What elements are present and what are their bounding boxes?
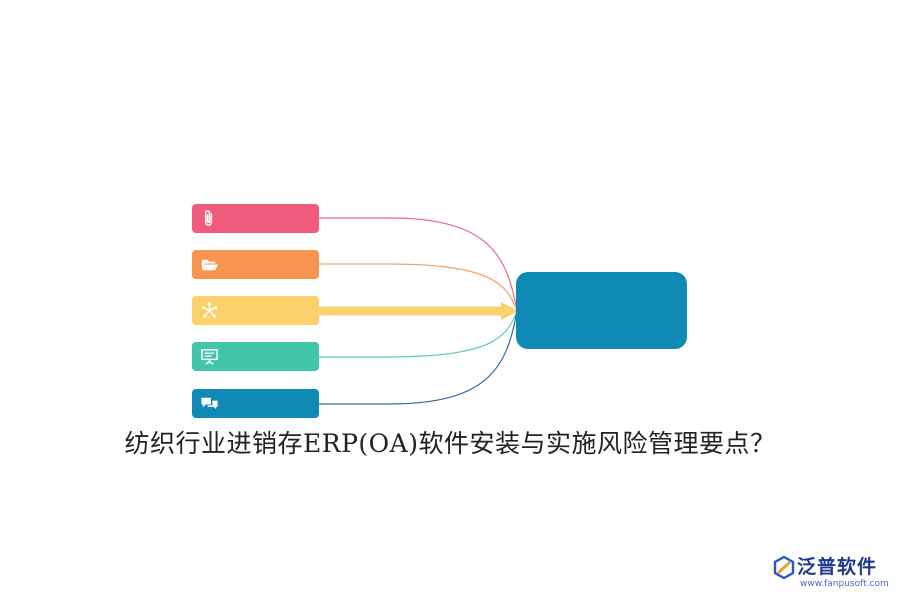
connector-line-2 xyxy=(319,263,518,312)
connector-line-1 xyxy=(319,217,518,312)
topic-box-1 xyxy=(192,204,319,233)
fanpu-logo-icon xyxy=(773,555,795,580)
network-icon xyxy=(201,302,218,318)
topic-box-4 xyxy=(192,342,319,371)
folder-icon xyxy=(201,259,219,271)
connector-line-5 xyxy=(319,310,518,405)
presentation-icon xyxy=(201,349,218,365)
connector-arrowhead xyxy=(501,302,518,320)
topic-box-3 xyxy=(192,296,319,325)
watermark-url: www.fanpusoft.com xyxy=(800,579,889,589)
chat-icon xyxy=(201,397,218,410)
central-topic-box xyxy=(516,272,687,349)
watermark-brand: 泛普软件 xyxy=(797,556,878,578)
topic-box-5 xyxy=(192,389,319,418)
paperclip-icon xyxy=(204,210,213,226)
watermark-logo: 泛普软件 www.fanpusoft.com xyxy=(770,552,894,594)
connector-line-4 xyxy=(319,310,518,358)
topic-box-2 xyxy=(192,250,319,279)
diagram-caption: 纺织行业进销存ERP(OA)软件安装与实施风险管理要点？ xyxy=(124,429,776,458)
